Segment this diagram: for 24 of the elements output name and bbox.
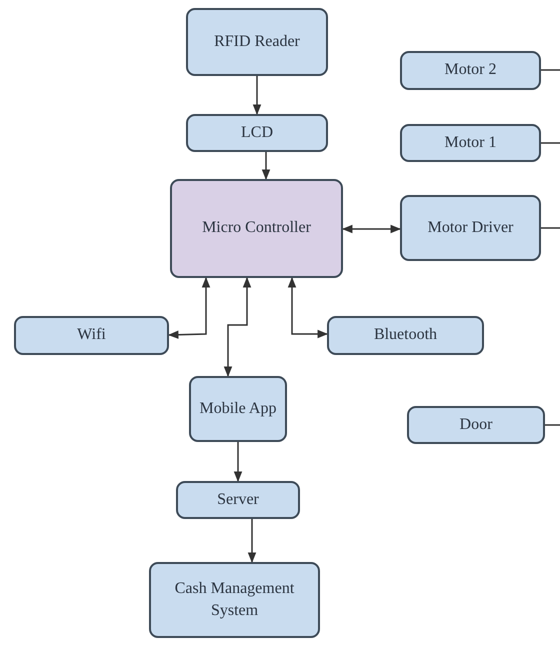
process-box: Bluetooth (327, 316, 484, 355)
arrow (224, 276, 252, 378)
connector-line (541, 142, 560, 144)
connector-line (541, 69, 560, 71)
process-box: Door (407, 406, 545, 444)
arrow (168, 276, 210, 339)
process-box: LCD (186, 114, 328, 152)
arrow (262, 152, 270, 180)
process-box: Motor 1 (400, 124, 541, 162)
connector-line (541, 227, 560, 229)
process-box: Mobile App (189, 376, 287, 442)
connector-line (545, 424, 560, 426)
process-box: Server (176, 481, 300, 519)
arrow (248, 519, 256, 564)
arrow (252, 76, 262, 116)
arrow (234, 442, 242, 482)
process-box: Wifi (14, 316, 169, 355)
controller-box: Micro Controller (170, 179, 343, 278)
process-box: Motor Driver (400, 195, 541, 261)
process-box: Motor 2 (400, 51, 541, 90)
arrow (288, 276, 328, 338)
process-box: RFID Reader (186, 8, 328, 76)
process-box: Cash Management System (149, 562, 320, 638)
arrow (342, 224, 402, 234)
